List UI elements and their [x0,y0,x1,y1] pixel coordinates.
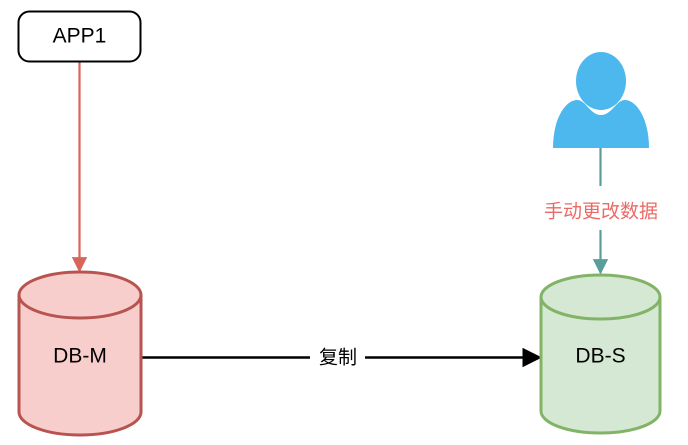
node-app1-shape[interactable] [17,10,142,63]
node-db-master-top-ellipse [17,294,143,320]
node-db-slave[interactable]: DB-S [539,273,662,435]
node-app1-label: APP1 [53,25,107,48]
actor-body-icon [553,100,649,148]
replication-label-backdrop [310,344,365,371]
edge-label-replication: 复制 [319,347,357,369]
node-actor[interactable] [553,52,649,148]
actor-head-icon [576,52,626,110]
node-db-master-body[interactable] [17,270,143,437]
node-db-slave-top-ellipse [539,296,662,321]
node-app1[interactable]: APP1 [17,10,142,63]
node-db-slave-label: DB-S [575,345,625,368]
edge-label-manual-change: 手动更改数据 [544,201,658,223]
edge-db-master-to-db-slave: 复制 [142,344,542,371]
node-db-master[interactable]: DB-M [17,270,143,437]
node-db-master-label: DB-M [53,345,107,368]
node-db-slave-body[interactable] [539,273,662,435]
